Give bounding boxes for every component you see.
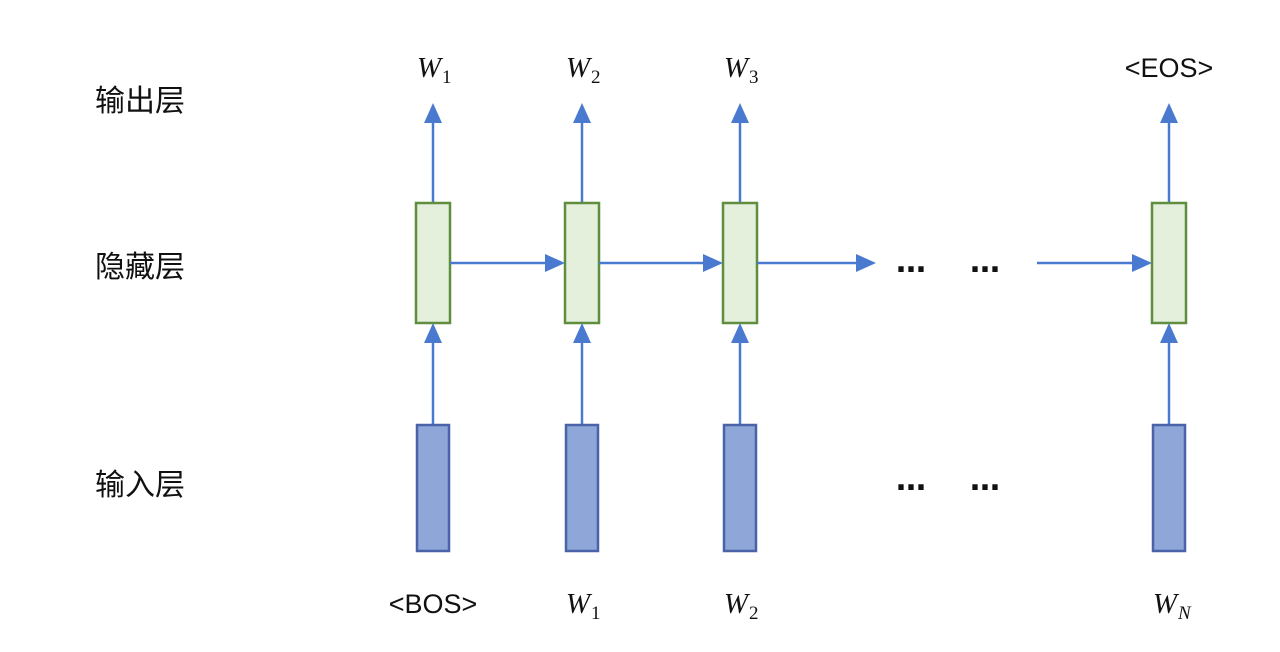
input-arrow-2-head	[573, 323, 591, 343]
input-token-2: W	[566, 588, 593, 620]
output-token-2-sub: 2	[591, 67, 601, 88]
output-token-3: W	[724, 52, 751, 84]
output-arrow-2-head	[573, 103, 591, 123]
input-cell-4	[1151, 423, 1187, 553]
output-token-1-sub: 1	[442, 67, 452, 88]
input-ellipsis-2: …	[970, 463, 1000, 498]
input-token-1: <BOS>	[389, 589, 478, 619]
input-cell-1	[415, 423, 451, 553]
recurrent-arrow-4-head	[1132, 254, 1152, 272]
output-layer-label: 输出层	[95, 84, 185, 119]
output-token-1: W	[417, 52, 444, 84]
hidden-cell-1	[414, 201, 452, 325]
output-token-2: W	[566, 52, 593, 84]
input-cell-2	[564, 423, 600, 553]
input-ellipsis-1: …	[896, 463, 926, 498]
input-layer-label: 输入层	[95, 468, 185, 503]
hidden-cell-3	[721, 201, 759, 325]
hidden-cell-2	[563, 201, 601, 325]
output-token-4: <EOS>	[1125, 53, 1214, 83]
input-token-3: W	[724, 588, 751, 620]
input-token-4-sub: N	[1177, 603, 1192, 624]
input-token-2-sub: 1	[591, 603, 601, 624]
hidden-ellipsis-2: …	[970, 245, 1000, 280]
hidden-cell-4	[1150, 201, 1188, 325]
output-arrow-4-head	[1160, 103, 1178, 123]
input-arrow-3-head	[731, 323, 749, 343]
hidden-ellipsis-1: …	[896, 245, 926, 280]
input-cell-3	[722, 423, 758, 553]
output-token-3-sub: 3	[749, 67, 759, 88]
recurrent-arrow-1-head	[545, 254, 565, 272]
hidden-layer-label: 隐藏层	[95, 250, 185, 285]
input-arrow-4-head	[1160, 323, 1178, 343]
input-arrow-1-head	[424, 323, 442, 343]
recurrent-arrow-3-head	[856, 254, 876, 272]
output-arrow-1-head	[424, 103, 442, 123]
recurrent-arrow-2-head	[703, 254, 723, 272]
output-arrow-3-head	[731, 103, 749, 123]
input-token-4: W	[1153, 588, 1180, 620]
input-token-3-sub: 2	[749, 603, 759, 624]
